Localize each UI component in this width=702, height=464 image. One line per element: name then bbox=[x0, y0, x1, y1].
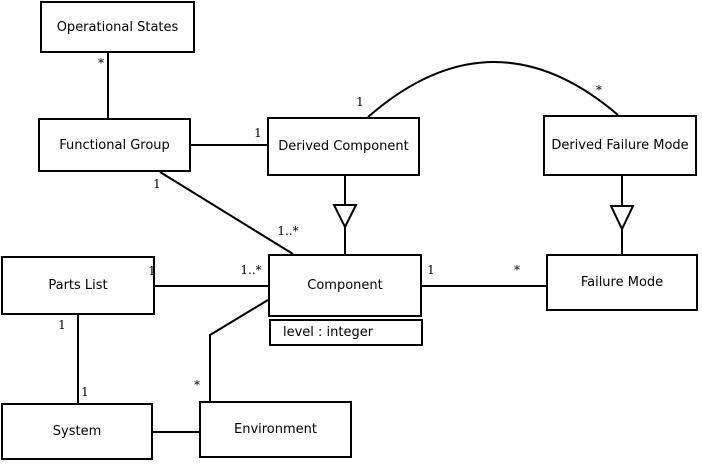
generalization-triangle-icon bbox=[332, 204, 358, 230]
class-box-derived-component: Derived Component bbox=[267, 117, 420, 176]
class-box-operational-states: Operational States bbox=[40, 1, 195, 53]
class-box-environment: Environment bbox=[199, 401, 352, 458]
class-box-failure-mode: Failure Mode bbox=[546, 254, 698, 311]
mult-derived-component-one: 1 bbox=[254, 126, 262, 140]
class-name: Derived Component bbox=[278, 139, 409, 154]
class-name: Failure Mode bbox=[580, 275, 664, 290]
mult-derived-failure-mode-arc-star: * bbox=[596, 83, 602, 97]
class-name: Functional Group bbox=[59, 137, 170, 153]
class-attribute: level : integer bbox=[283, 325, 374, 340]
mult-environment-star: * bbox=[194, 378, 200, 392]
class-box-functional-group: Functional Group bbox=[38, 118, 191, 172]
class-name: System bbox=[52, 424, 102, 439]
class-box-component-name-compartment: Component bbox=[268, 254, 422, 317]
edge-derived-failure-mode-failure-mode-generalization bbox=[609, 176, 635, 254]
edge-functional-group-component bbox=[159, 171, 294, 255]
mult-system-one: 1 bbox=[81, 385, 89, 399]
mult-component-one-star-upper: 1..* bbox=[277, 224, 299, 238]
mult-parts-list-system-one-top: 1 bbox=[58, 318, 66, 332]
mult-failure-mode-star: * bbox=[514, 263, 520, 277]
class-box-parts-list: Parts List bbox=[1, 256, 155, 315]
class-name: Component bbox=[307, 278, 383, 293]
class-name: Derived Failure Mode bbox=[551, 138, 689, 153]
edge-derived-component-component-generalization bbox=[332, 176, 358, 254]
class-box-system: System bbox=[1, 403, 153, 460]
mult-functional-group-one: 1 bbox=[153, 177, 161, 191]
class-box-derived-failure-mode: Derived Failure Mode bbox=[543, 115, 697, 176]
edge-environment-component bbox=[209, 299, 269, 401]
class-name: Environment bbox=[233, 422, 317, 437]
mult-component-one-star-left: 1..* bbox=[240, 263, 262, 277]
mult-parts-list-one: 1 bbox=[148, 264, 156, 278]
generalization-triangle-icon bbox=[609, 205, 635, 232]
class-name: Operational States bbox=[56, 19, 179, 35]
mult-component-one-right: 1 bbox=[427, 263, 435, 277]
edge-derived-component-derived-failure-mode-arc bbox=[367, 61, 619, 118]
mult-derived-component-arc-one: 1 bbox=[356, 95, 364, 109]
class-name: Parts List bbox=[48, 278, 108, 293]
class-box-component-attribute-compartment: level : integer bbox=[269, 319, 423, 346]
mult-operational-states-star: * bbox=[98, 56, 104, 70]
